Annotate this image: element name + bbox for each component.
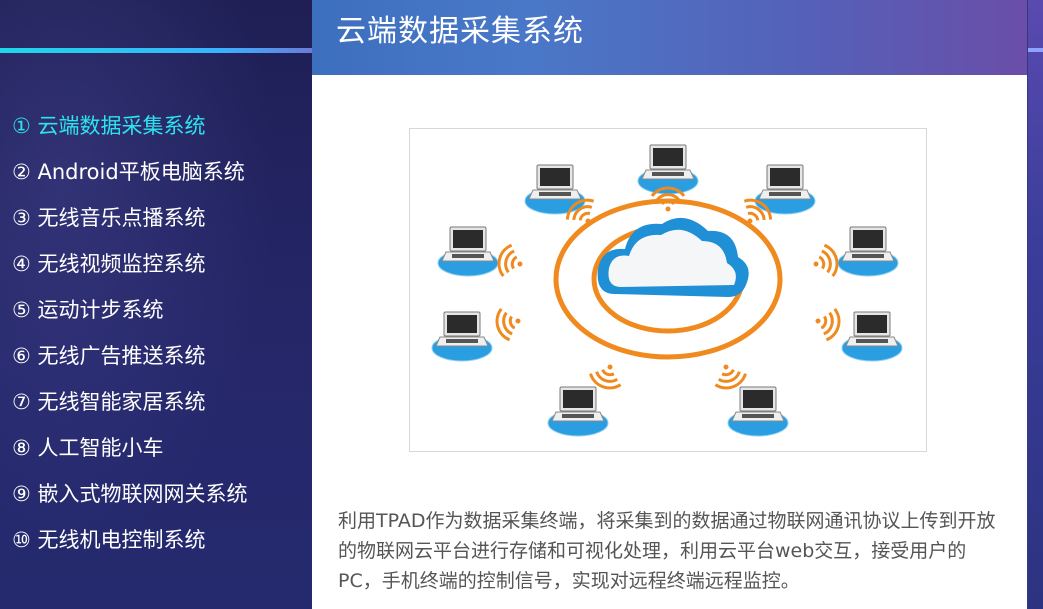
sidebar-item-android-tablet[interactable]: ② Android平板电脑系统 (12, 160, 245, 184)
description-text: 利用TPAD作为数据采集终端，将采集到的数据通过物联网通讯协议上传到开放的物联网… (338, 510, 996, 592)
content-header: 云端数据采集系统 (312, 0, 1027, 75)
sidebar-item-electromechanical[interactable]: ⑩ 无线机电控制系统 (12, 528, 206, 552)
page-title: 云端数据采集系统 (336, 14, 584, 49)
sidebar-item-wireless-music[interactable]: ③ 无线音乐点播系统 (12, 206, 206, 230)
sidebar-item-iot-gateway[interactable]: ⑨ 嵌入式物联网网关系统 (12, 482, 248, 506)
cloud-network-svg (431, 144, 903, 437)
cloud-icon (597, 217, 749, 297)
content-panel: 云端数据采集系统 (312, 0, 1027, 609)
sidebar-item-pedometer[interactable]: ⑤ 运动计步系统 (12, 298, 164, 322)
laptop-icon (841, 311, 903, 362)
wifi-signal-icon (809, 303, 844, 344)
sidebar-item-cloud-data-collection[interactable]: ① 云端数据采集系统 (12, 114, 206, 138)
wifi-signal-icon (807, 241, 842, 282)
cloud-network-illustration (409, 128, 927, 452)
sidebar-item-ad-push[interactable]: ⑥ 无线广告推送系统 (12, 344, 206, 368)
laptop-icon (524, 164, 586, 215)
laptop-icon (547, 386, 609, 437)
sidebar-accent-stripe (0, 48, 312, 53)
sidebar-item-wireless-video[interactable]: ④ 无线视频监控系统 (12, 252, 206, 276)
wifi-signal-icon (494, 241, 529, 282)
laptop-icon (837, 226, 899, 277)
sidebar-item-smart-home[interactable]: ⑦ 无线智能家居系统 (12, 390, 206, 414)
laptop-icon (437, 226, 499, 277)
laptop-icon (431, 311, 493, 362)
wifi-signal-icon (492, 303, 527, 344)
sidebar: ① 云端数据采集系统 ② Android平板电脑系统 ③ 无线音乐点播系统 ④ … (0, 0, 312, 609)
sidebar-item-ai-car[interactable]: ⑧ 人工智能小车 (12, 436, 164, 460)
right-accent-line (1028, 48, 1043, 52)
right-decorative-strip (1028, 0, 1043, 609)
laptop-icon (727, 386, 789, 437)
sidebar-menu: ① 云端数据采集系统 ② Android平板电脑系统 ③ 无线音乐点播系统 ④ … (12, 108, 248, 568)
